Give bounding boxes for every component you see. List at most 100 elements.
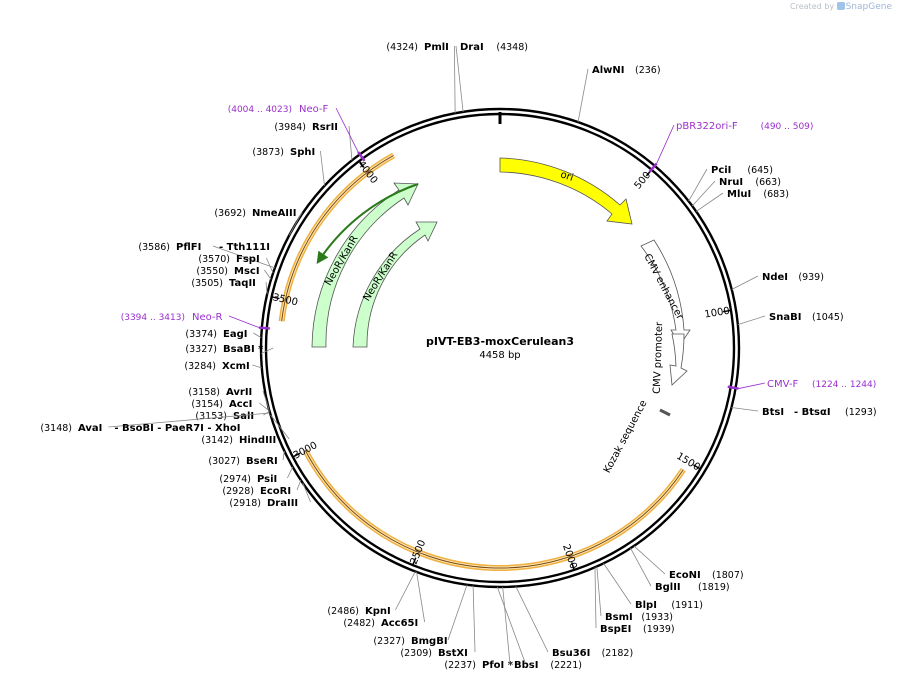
enzyme-name: EagI	[223, 329, 247, 340]
enzyme-site: NruI(663)	[691, 177, 781, 207]
enzyme-leader-line	[737, 315, 766, 326]
enzyme-position: (3505)	[191, 278, 223, 289]
enzyme-position: (1939)	[643, 624, 675, 635]
enzyme-site: BsaBI *(3327)	[185, 344, 274, 355]
enzyme-position: (4348)	[496, 42, 528, 53]
enzyme-name: RsrII	[312, 122, 338, 133]
enzyme-name: PflFI	[176, 242, 201, 253]
enzyme-leader-line	[266, 257, 274, 274]
primer-range: (3394 .. 3413)	[121, 313, 185, 323]
enzyme-name: DraIII	[267, 498, 298, 509]
enzyme-position: (1911)	[671, 600, 703, 611]
scale-label-500: 500	[633, 170, 654, 192]
enzyme-leader-line	[265, 281, 268, 295]
feature-ori-arrow	[499, 157, 633, 225]
enzyme-name: SnaBI	[769, 312, 801, 323]
enzyme-name: EcoRI	[260, 486, 291, 497]
plasmid-length: 4458 bp	[479, 350, 520, 361]
enzyme-leader-line	[287, 466, 294, 479]
primer-site: Neo-R(3394 .. 3413)	[121, 312, 270, 330]
enzyme-position: (3692)	[214, 208, 246, 219]
enzyme-leader-line	[253, 332, 262, 339]
enzyme-name: Acc65I	[381, 618, 418, 629]
enzyme-position: (3154)	[191, 399, 223, 410]
enzyme-name: SalI	[233, 411, 254, 422]
enzyme-leader-line	[577, 68, 589, 123]
primer-name: pBR322ori-F	[676, 121, 738, 132]
enzyme-leader-line	[260, 347, 274, 354]
enzyme-site: HindIII(3142)	[201, 414, 290, 446]
primer-site: pBR322ori-F (490 .. 509)	[648, 121, 814, 173]
enzyme-leader-line	[252, 364, 262, 369]
feature-cmv-promoter-arrow	[669, 333, 688, 386]
enzyme-position: (3586)	[138, 242, 170, 253]
feature-neor-inner-arrow	[352, 221, 438, 348]
enzyme-name: BstXI	[438, 648, 468, 659]
orf-neo-arc-line	[281, 154, 394, 322]
enzyme-name: BglII	[655, 582, 681, 593]
enzyme-name: BbsI	[514, 660, 538, 671]
enzyme-position: (3570)	[198, 254, 230, 265]
enzyme-name: SphI	[290, 147, 315, 158]
enzyme-isoschizomers: - Tth111I	[219, 242, 270, 253]
enzyme-site: BbsI(2221)	[502, 586, 582, 671]
enzyme-leader-line	[596, 566, 602, 617]
primer-range: (490 .. 509)	[761, 122, 814, 132]
enzyme-position: (3550)	[196, 266, 228, 277]
enzyme-name: NmeAIII	[252, 208, 296, 219]
enzyme-leader-line	[259, 402, 270, 412]
enzyme-name: BsmI	[605, 612, 633, 623]
enzyme-site: NmeAIII (3692)	[214, 208, 303, 236]
enzyme-position: (236)	[635, 65, 661, 76]
scale-tick-3000	[292, 452, 301, 458]
enzyme-position: (3327)	[185, 344, 217, 355]
enzyme-position: (3142)	[201, 435, 233, 446]
enzyme-position: (4324)	[386, 42, 418, 53]
enzyme-position: (645)	[747, 165, 773, 176]
primer-name: Neo-F	[299, 104, 329, 115]
enzyme-site: MluI(683)	[695, 189, 789, 212]
enzyme-position: (3027)	[208, 456, 240, 467]
enzyme-name: BmgBI	[411, 636, 448, 647]
enzyme-site: BstXI(2309)	[400, 585, 476, 659]
enzyme-position: (2327)	[373, 636, 405, 647]
scale-label-3500: 3500	[272, 292, 299, 308]
scale-label-1500: 1500	[674, 451, 701, 474]
enzyme-leader-line	[691, 180, 716, 207]
scale-label-3000: 3000	[292, 440, 320, 462]
primer-site: Neo-F(4004 .. 4023)	[228, 104, 366, 162]
enzyme-leader-line	[108, 412, 271, 428]
primer-leader-line	[656, 124, 675, 164]
enzyme-leader-line	[212, 245, 275, 269]
enzyme-site: BlpI(1911)	[603, 563, 703, 611]
enzyme-leader-line	[633, 545, 666, 575]
enzyme-leader-line	[630, 548, 652, 587]
feature-cmv-promoter-label: CMV promoter	[652, 321, 666, 394]
enzyme-leader-line	[270, 414, 290, 440]
enzyme-site: BtsI(1293)- BtsαI	[731, 407, 877, 418]
primer-leader-line	[335, 107, 359, 153]
enzyme-name: AccI	[229, 399, 252, 410]
primer-sites: Neo-F(4004 .. 4023) pBR322ori-F (490 .. 50…	[121, 104, 877, 390]
enzyme-leader-line	[731, 407, 759, 412]
enzyme-site: EcoRI(2928)	[222, 479, 302, 497]
enzyme-site: PciI(645)	[688, 165, 773, 202]
enzyme-leader-line	[603, 563, 632, 605]
enzyme-position: (2918)	[229, 498, 261, 509]
enzyme-site: PsiI(2974)	[219, 466, 294, 485]
enzyme-leader-line	[472, 585, 476, 653]
enzyme-site: MscI(3550)	[196, 266, 272, 280]
enzyme-name: EcoNI	[669, 570, 701, 581]
enzyme-site: Acc65I(2482)	[343, 571, 425, 629]
enzyme-position: (3284)	[184, 361, 216, 372]
enzyme-isoschizomers: - BsoBI - PaeR7I - XhoI	[114, 423, 240, 434]
features: ori CMV enhancer CMV promoter Kozak sequ…	[311, 157, 691, 475]
enzyme-position: (3148)	[40, 423, 72, 434]
scale-tick-3500	[271, 296, 280, 300]
enzyme-name: BtsI	[762, 407, 784, 418]
enzyme-leader-line	[731, 275, 759, 290]
enzyme-position: (1819)	[698, 582, 730, 593]
enzyme-position: (1045)	[812, 312, 844, 323]
enzyme-site: BseRI(3027)	[208, 451, 285, 467]
